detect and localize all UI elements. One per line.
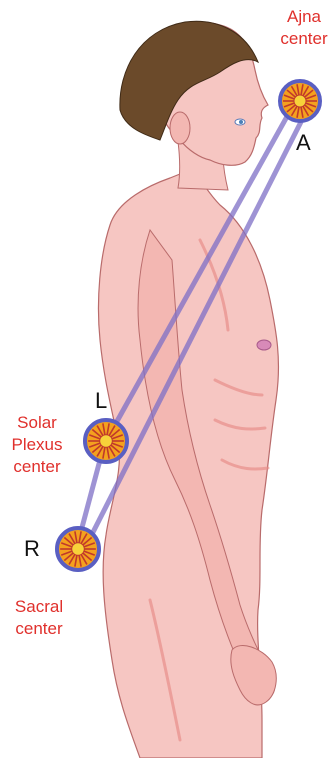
body-figure xyxy=(98,21,278,758)
eye-iris xyxy=(239,120,243,124)
ear xyxy=(170,112,190,144)
ajna-label-line-2: center xyxy=(277,28,331,50)
ajna-center-label: Ajna center xyxy=(277,6,331,50)
letter-a: A xyxy=(296,132,311,154)
chakra-ajna-icon xyxy=(280,81,320,121)
ajna-label-line-1: Ajna xyxy=(277,6,331,28)
solar-plexus-center-label: Solar Plexus center xyxy=(2,412,72,478)
letter-r: R xyxy=(24,538,40,560)
nipple xyxy=(257,340,271,350)
chakra-solar-plexus-icon xyxy=(85,420,127,462)
sacral-label-line-1: Sacral xyxy=(0,596,78,618)
solar-plexus-label-line-2: Plexus xyxy=(2,434,72,456)
sacral-label-line-2: center xyxy=(0,618,78,640)
solar-plexus-label-line-1: Solar xyxy=(2,412,72,434)
chakra-sacral-icon xyxy=(57,528,99,570)
sacral-center-label: Sacral center xyxy=(0,596,78,640)
letter-l: L xyxy=(95,390,107,412)
solar-plexus-label-line-3: center xyxy=(2,456,72,478)
